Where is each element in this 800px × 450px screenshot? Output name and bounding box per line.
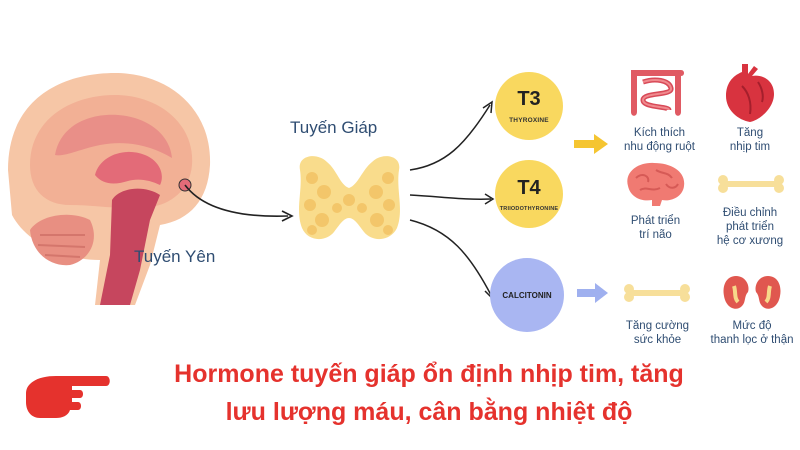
hormone-t4: T4 TRIIODOTHYRONINE bbox=[495, 160, 563, 228]
brain-icon bbox=[627, 162, 685, 206]
caption-line-2: lưu lượng máu, cân bằng nhiệt độ bbox=[225, 398, 633, 426]
intestine-icon bbox=[631, 70, 684, 116]
arrow-blue bbox=[577, 283, 608, 303]
arrow-pituitary-to-thyroid bbox=[184, 184, 294, 222]
hormone-calcitonin: CALCITONIN bbox=[490, 258, 564, 332]
bone-icon-health bbox=[624, 284, 690, 302]
kidney-icon bbox=[723, 276, 781, 309]
heart-icon bbox=[726, 64, 774, 122]
brain-cross-section bbox=[8, 73, 211, 305]
thyroid-label: Tuyến Giáp bbox=[290, 118, 378, 137]
pituitary-label: Tuyến Yên bbox=[134, 247, 216, 266]
arrow-yellow bbox=[574, 134, 608, 154]
thyroid-gland-icon bbox=[299, 156, 400, 240]
hormone-t3: T3 THYROXINE bbox=[495, 72, 563, 140]
arrows-thyroid-to-hormones bbox=[409, 100, 495, 300]
bone-icon bbox=[718, 175, 784, 193]
caption-line-1: Hormone tuyến giáp ổn định nhịp tim, tăn… bbox=[174, 360, 684, 388]
pointing-hand-icon bbox=[26, 376, 110, 418]
